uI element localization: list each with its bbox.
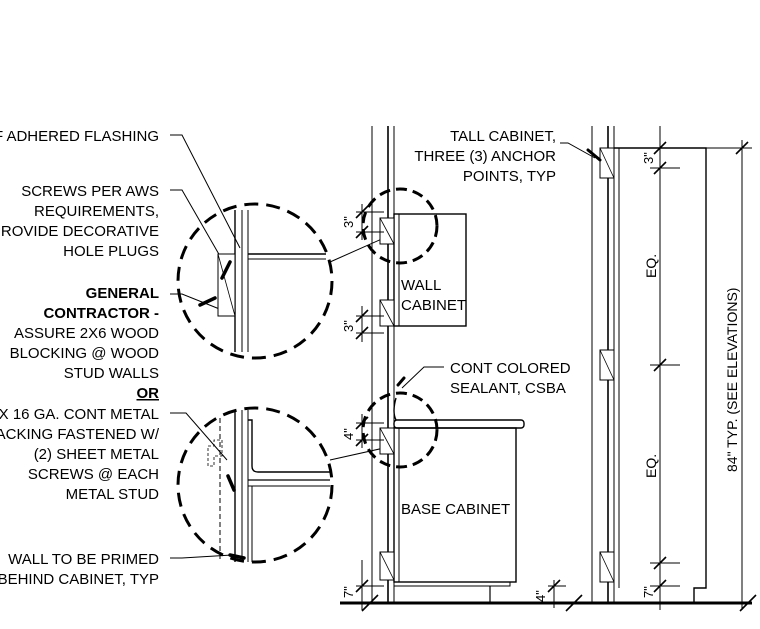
leader-tall-cabinet (560, 142, 596, 159)
note-metal-2: BACKING FASTENED W/ (0, 426, 160, 443)
leader-metal-backing (170, 412, 228, 461)
note-screws-4: HOLE PLUGS (63, 243, 159, 260)
note-flashing: LF ADHERED FLASHING (0, 128, 159, 145)
countertop (393, 419, 525, 429)
note-metal-3: (2) SHEET METAL (34, 446, 159, 463)
note-sealant-2: SEALANT, CSBA (450, 380, 566, 397)
left-notes: LF ADHERED FLASHING SCREWS PER AWS REQUI… (0, 128, 160, 588)
wall-cabinet-label-2: CABINET (401, 297, 466, 314)
note-gc-title-2: CONTRACTOR - (43, 305, 159, 322)
dim-left-bottom: 7" (341, 586, 356, 598)
dimension-lines (356, 126, 752, 610)
note-screws-3: PROVIDE DECORATIVE (0, 223, 159, 240)
dim-tall-bottom: 7" (641, 586, 656, 598)
leader-base-detail (329, 447, 385, 461)
tall-cabinet (591, 126, 707, 603)
note-metal-5: METAL STUD (66, 486, 160, 503)
right-notes: TALL CABINET, THREE (3) ANCHOR POINTS, T… (414, 128, 570, 397)
note-primed-1: WALL TO BE PRIMED (8, 551, 159, 568)
leader-primed (170, 554, 233, 559)
callout-circles (361, 187, 439, 469)
leader-wall-detail (329, 237, 385, 263)
note-gc-title-1: GENERAL (86, 285, 159, 302)
note-tall-1: TALL CABINET, (450, 128, 556, 145)
dim-wall-top: 3" (341, 216, 356, 228)
note-metal-1: X 16 GA. CONT METAL (0, 406, 159, 423)
enlarged-detail-base (176, 406, 334, 564)
overall-height-label: 84" TYP. (SEE ELEVATIONS) (724, 288, 740, 472)
note-metal-4: SCREWS @ EACH (28, 466, 159, 483)
dim-tall-top: 3" (641, 152, 656, 164)
note-sealant-1: CONT COLORED (450, 360, 571, 377)
leader-flashing (170, 134, 241, 249)
dim-wall-bottom: 3" (341, 320, 356, 332)
leader-lines (170, 134, 596, 559)
note-gc-body-3: STUD WALLS (64, 365, 159, 382)
note-tall-2: THREE (3) ANCHOR (414, 148, 556, 165)
dim-eq-upper: EQ. (643, 254, 659, 278)
dim-base-top: 4" (341, 428, 356, 440)
leader-blocking (170, 293, 223, 311)
note-gc-body-2: BLOCKING @ WOOD (10, 345, 160, 362)
leader-sealant (401, 366, 444, 389)
base-cabinet-label: BASE CABINET (401, 501, 510, 518)
sealant-bead (393, 397, 397, 421)
leader-screws (170, 189, 229, 271)
wall-cabinet-label-1: WALL (401, 277, 441, 294)
note-or: OR (137, 385, 160, 402)
enlarged-detail-wall (176, 202, 334, 360)
note-gc-body-1: ASSURE 2X6 WOOD (14, 325, 159, 342)
base-cabinet: BASE CABINET (379, 397, 525, 603)
dim-toe-kick: 4" (533, 590, 548, 602)
screw-marks (396, 148, 602, 387)
left-wall (371, 126, 395, 602)
note-tall-3: POINTS, TYP (463, 168, 556, 185)
note-primed-2: BEHIND CABINET, TYP (0, 571, 159, 588)
note-screws-1: SCREWS PER AWS (21, 183, 159, 200)
dim-eq-lower: EQ. (643, 454, 659, 478)
wall-cabinet: WALL CABINET (379, 213, 467, 327)
floor-ticks (361, 594, 757, 612)
note-screws-2: REQUIREMENTS, (34, 203, 159, 220)
